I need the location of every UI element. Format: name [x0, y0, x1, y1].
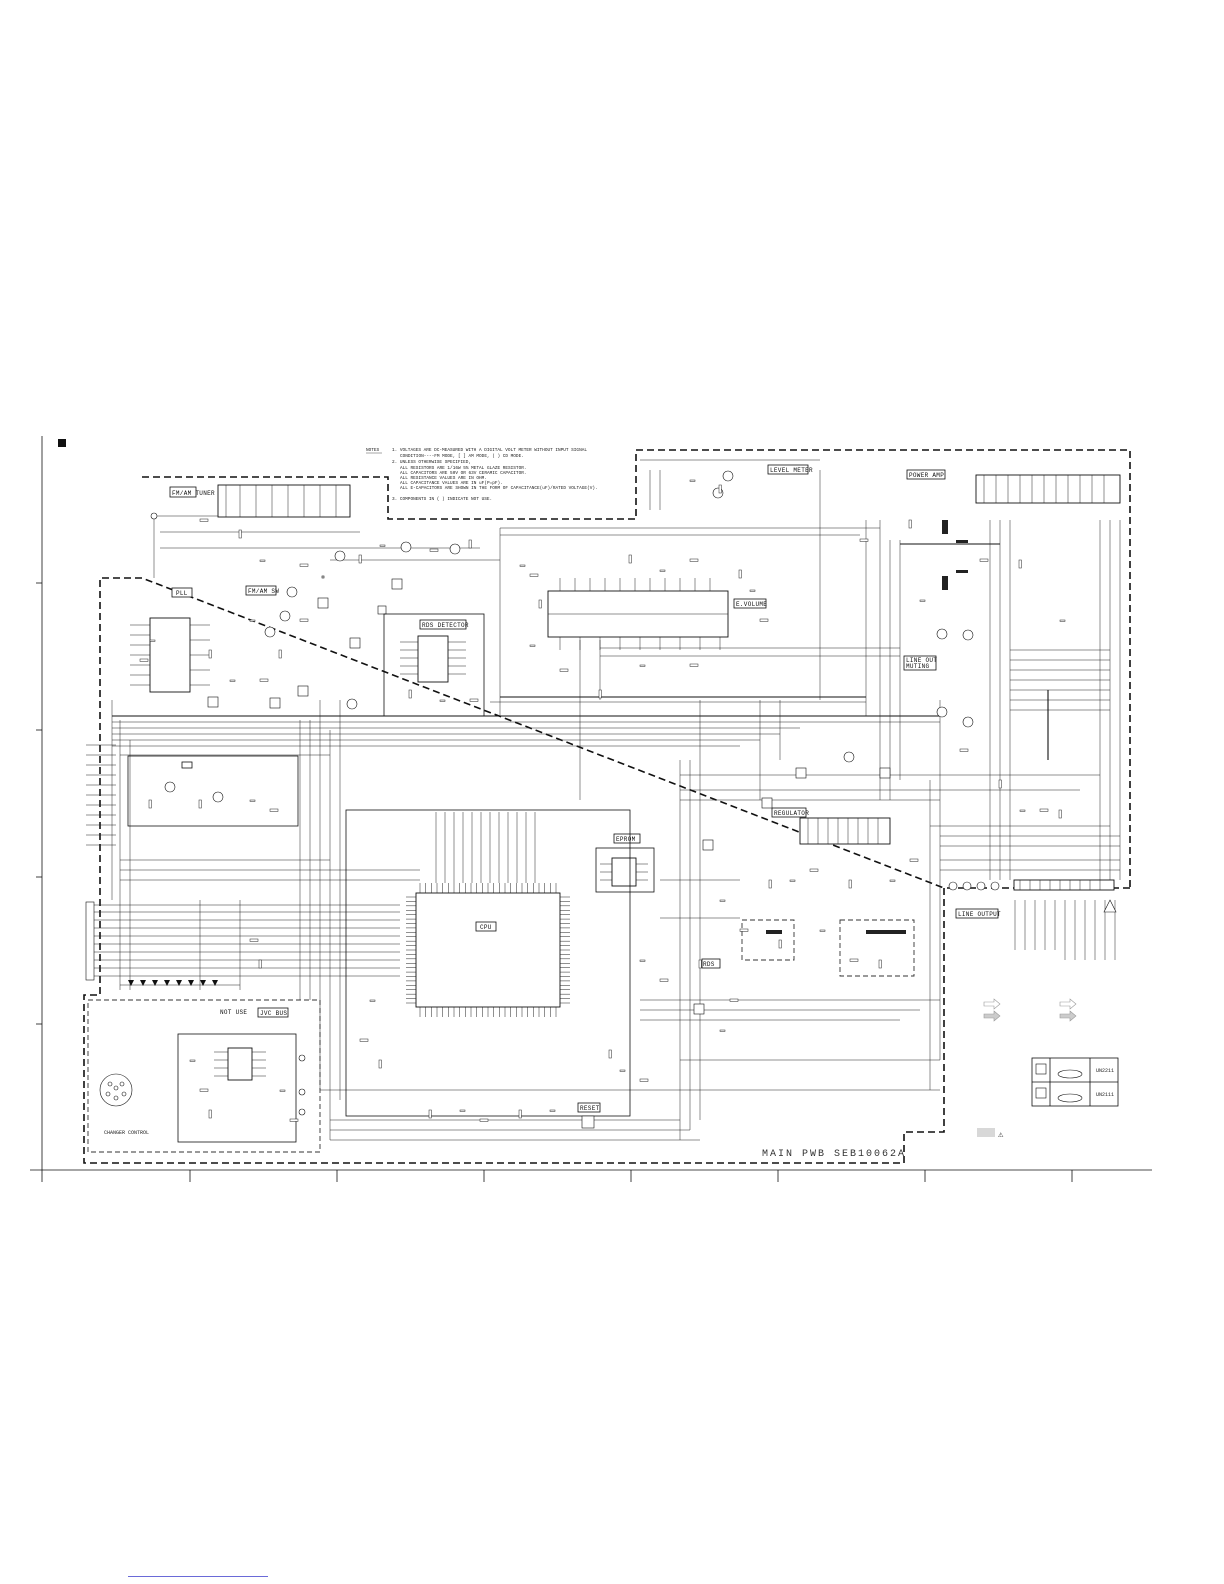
sheet-frame: [30, 436, 1152, 1182]
fm-am-tuner-block: FM/AM TUNER: [150, 484, 351, 578]
e-volume-block: E.VOLUME: [547, 578, 767, 650]
svg-text:RDS DETECTOR: RDS DETECTOR: [422, 622, 469, 629]
cpu-pins: [406, 812, 570, 1017]
cpu-block: CPU: [415, 892, 561, 1008]
svg-text:FM/AM TUNER: FM/AM TUNER: [172, 490, 215, 497]
svg-text:2. UNLESS OTHERWISE SPECIFIED,: 2. UNLESS OTHERWISE SPECIFIED,: [392, 460, 471, 465]
svg-text:CONDITION----FM MODE, [ ] AM M: CONDITION----FM MODE, [ ] AM MODE, ( ) C…: [400, 454, 524, 459]
svg-text:3. COMPONENTS IN ( ) INDICATE: 3. COMPONENTS IN ( ) INDICATE NOT USE.: [392, 497, 492, 502]
svg-text:LINE OUTPUT: LINE OUTPUT: [958, 911, 1001, 918]
svg-text:ALL CAPACITANCE VALUES ARE IN: ALL CAPACITANCE VALUES ARE IN uF(P=pF).: [400, 481, 503, 486]
pll-block: PLL: [130, 587, 219, 708]
legend-code-1: UN2211: [1096, 1068, 1114, 1074]
regulator-block: REGULATOR: [702, 751, 891, 851]
rds-detector-block: RDS DETECTOR: [383, 613, 485, 717]
jvc-bus-area: [87, 999, 321, 1153]
cpu-area: [345, 809, 631, 1117]
safety-legend: ⚠: [977, 1128, 1004, 1140]
footer-link-underline: [128, 1576, 268, 1577]
svg-text:RDS: RDS: [703, 961, 715, 968]
svg-text:LEVEL METER: LEVEL METER: [770, 467, 813, 474]
reset-block: RESET: [577, 1102, 601, 1129]
fm-am-sw-block: FM/AM SW: [245, 585, 329, 709]
svg-text:ALL E-CAPACITORS ARE SHOWN IN: ALL E-CAPACITORS ARE SHOWN IN THE FORM O…: [400, 486, 598, 491]
board-outline: [83, 449, 1131, 1164]
legend-code-2: UN2111: [1096, 1092, 1114, 1098]
left-signal-lines: [86, 744, 116, 846]
svg-text:E.VOLUME: E.VOLUME: [736, 601, 767, 608]
svg-text:CPU: CPU: [480, 924, 492, 931]
muting-sub-area: [839, 919, 915, 977]
rds-sub-area: [741, 919, 795, 961]
eprom-block: EPROM: [595, 833, 655, 893]
svg-text:FM/AM SW: FM/AM SW: [248, 588, 279, 595]
svg-text:RESET: RESET: [580, 1105, 600, 1112]
left-connector-pins: [85, 901, 95, 981]
svg-text:PLL: PLL: [176, 590, 188, 597]
svg-text:MUTING: MUTING: [906, 663, 930, 670]
svg-text:JVC BUS: JVC BUS: [260, 1010, 287, 1017]
passive-components: [139, 479, 1066, 1122]
section-marker: [58, 439, 66, 447]
svg-text:ALL RESISTORS ARE 1/16W 5% MET: ALL RESISTORS ARE 1/16W 5% METAL GLAZE R…: [400, 466, 526, 471]
signal-arrow-legend: [983, 998, 1077, 1022]
power-amp-block: POWER AMP: [906, 469, 1121, 590]
svg-text:NOT USE: NOT USE: [220, 1009, 247, 1016]
svg-text:1. VOLTAGES ARE DC-MEASURED WI: 1. VOLTAGES ARE DC-MEASURED WITH A DIGIT…: [392, 448, 587, 453]
level-meter-block: LEVEL METER: [640, 459, 820, 510]
tuner-transistors: [321, 541, 461, 710]
svg-text:ALL CAPACITORS ARE 50V OR 63V: ALL CAPACITORS ARE 50V OR 63V CERAMIC CA…: [400, 471, 526, 476]
input-diode-row: [128, 980, 218, 986]
changer-control-connector: CHANGER CONTROL: [99, 1073, 149, 1136]
warning-icon: ⚠: [998, 1130, 1004, 1140]
svg-text:REGULATOR: REGULATOR: [774, 810, 809, 817]
transistor-legend-table: UN2211 UN2111: [1031, 1057, 1119, 1107]
svg-text:CHANGER CONTROL: CHANGER CONTROL: [104, 1130, 149, 1136]
svg-text:POWER AMP: POWER AMP: [909, 472, 944, 479]
line-output-block: LINE OUTPUT: [948, 879, 1117, 960]
svg-text:LINE OUT: LINE OUT: [906, 657, 937, 664]
board-title: MAIN PWB SEB10062A: [762, 1149, 906, 1160]
notes-block: NOTES 1. VOLTAGES ARE DC-MEASURED WITH A…: [366, 448, 598, 502]
svg-text:EPROM: EPROM: [616, 836, 636, 843]
mid-left-transistors: [127, 755, 299, 827]
rds-block: RDS: [693, 930, 906, 1015]
line-out-muting-block: LINE OUT MUTING: [903, 628, 1110, 760]
svg-text:ALL RESISTANCE VALUES ARE IN O: ALL RESISTANCE VALUES ARE IN OHM.: [400, 476, 487, 481]
notes-header: NOTES: [366, 448, 380, 453]
jvc-bus-block: NOT USE JVC BUS: [177, 1007, 306, 1143]
